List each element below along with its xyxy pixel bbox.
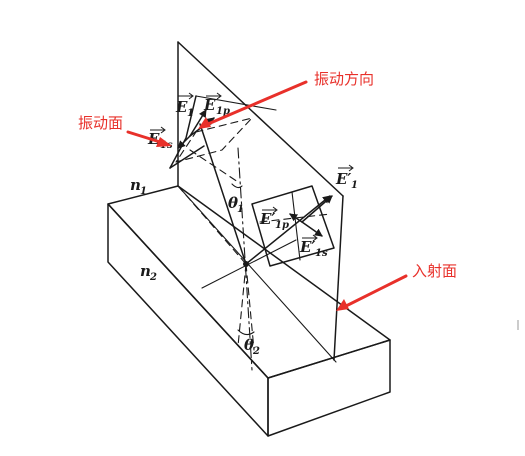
svg-text:1p: 1p [216,106,230,117]
svg-text:1: 1 [237,204,244,215]
annotation-vibration-plane: 振动面 [78,114,172,147]
surface-intersection-line [177,185,337,363]
svg-text:振动方向: 振动方向 [314,70,374,88]
svg-text:E′: E′ [335,170,351,188]
annotation-incidence-plane: 入射面 [336,262,457,311]
svg-text:E: E [203,96,216,114]
annotation-vibration-direction: 振动方向 [198,70,374,129]
reflected-vibration-plane [251,185,335,267]
svg-text:E′: E′ [259,210,275,228]
svg-text:n: n [140,262,151,280]
label-e1: E 1 [175,92,194,119]
svg-text:1: 1 [187,108,194,119]
svg-text:1s: 1s [315,248,328,259]
svg-text:n: n [130,176,141,194]
svg-text:入射面: 入射面 [412,262,457,280]
theta1-arc [231,183,243,189]
svg-text:2: 2 [149,272,157,283]
svg-text:θ: θ [228,194,238,212]
svg-text:E: E [175,98,188,116]
svg-text:θ: θ [244,336,254,354]
theta2-arc [237,329,255,336]
label-n1: n 1 [130,176,147,197]
reflected-ray [245,195,331,265]
glass-block [107,185,391,437]
label-theta2: θ 2 [244,336,260,357]
incidence-point [243,261,249,267]
svg-text:2: 2 [252,346,260,357]
svg-text:1: 1 [140,186,147,197]
refracted-ray [237,263,255,351]
incident-vibration-plane [169,95,277,169]
svg-text:1: 1 [351,180,358,191]
incident-ray [189,123,247,265]
label-e1prime: E′ 1 [335,164,358,191]
svg-text:1p: 1p [275,220,289,231]
label-e1prime-s: E′ 1s [299,234,328,259]
svg-text:振动面: 振动面 [78,114,123,132]
label-e1prime-p: E′ 1p [259,206,289,231]
label-e1p: E 1p [203,92,230,117]
svg-text:E′: E′ [299,238,315,256]
label-n2: n 2 [140,262,157,283]
label-theta1: θ 1 [228,194,244,215]
